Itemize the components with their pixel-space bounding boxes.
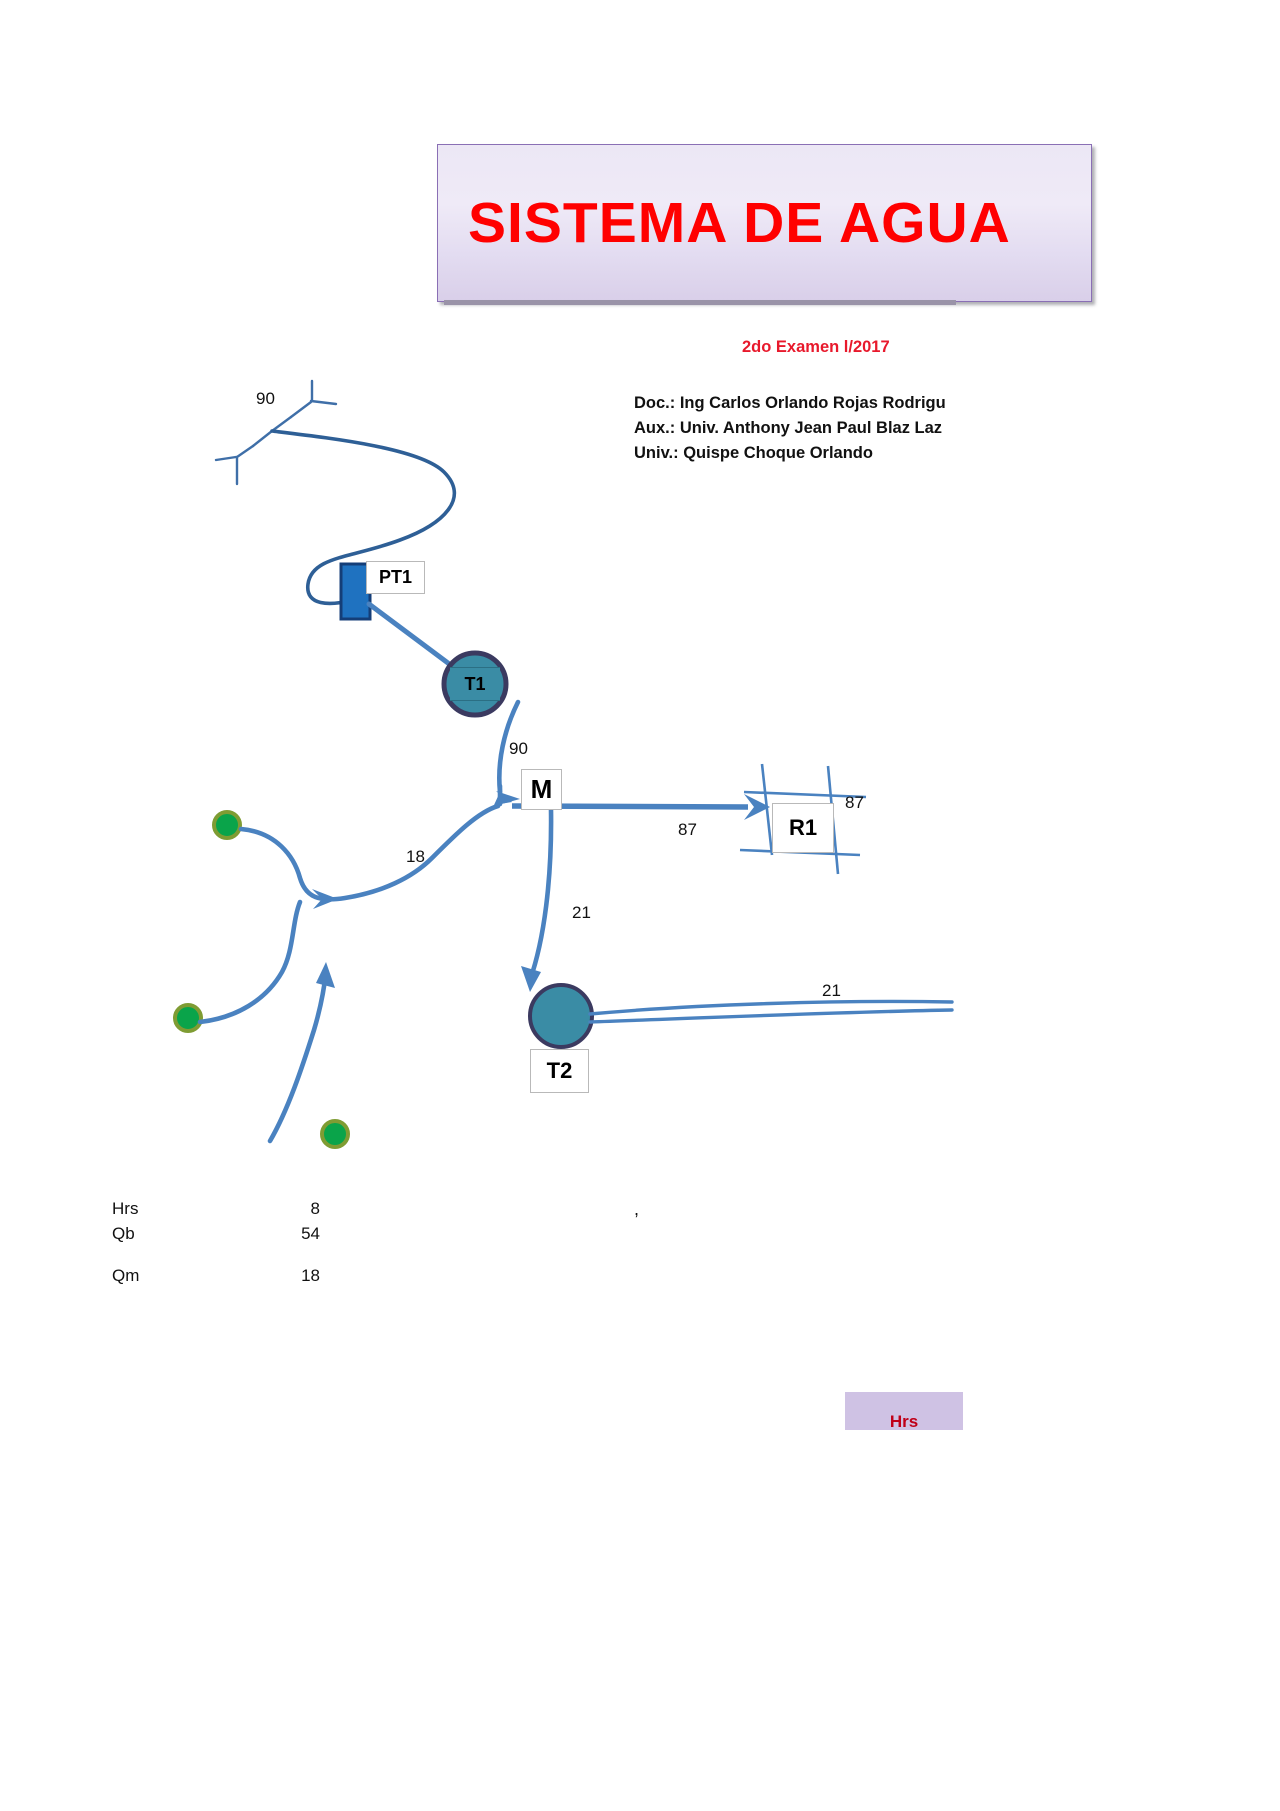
- flow-label-junction-in: 18: [406, 847, 425, 866]
- param-val-qb: 54: [301, 1223, 320, 1243]
- tank-t2: [528, 983, 594, 1049]
- flow-label-t2-inlet: 21: [572, 903, 591, 922]
- spring-marker-3: [320, 1119, 350, 1149]
- credit-line-doc: Doc.: Ing Carlos Orlando Rojas Rodrigu: [634, 394, 946, 412]
- river-source-symbol: [214, 379, 338, 486]
- node-label-pt1[interactable]: PT1: [366, 561, 425, 594]
- table-row: Qm 18: [112, 1263, 320, 1288]
- param-key-qm: Qm: [112, 1265, 140, 1285]
- page-title: SISTEMA DE AGUA: [468, 191, 1011, 255]
- param-val-hrs: 8: [310, 1198, 320, 1218]
- node-label-m[interactable]: M: [521, 769, 562, 810]
- param-val-qm: 18: [301, 1265, 320, 1285]
- flow-label-t1-outlet: 90: [509, 739, 528, 758]
- flow-label-pipe-to-r1: 87: [678, 820, 697, 839]
- credits-block: Doc.: Ing Carlos Orlando Rojas Rodrigu A…: [634, 391, 980, 466]
- flow-label-river-source: 90: [256, 389, 275, 408]
- bottom-header-box: Hrs: [845, 1392, 963, 1430]
- param-key-qb: Qb: [112, 1223, 135, 1243]
- node-label-t1[interactable]: T1: [450, 667, 500, 701]
- stray-comma-mark: ,: [634, 1199, 640, 1219]
- pipe-spring2: [197, 899, 303, 1025]
- pipe-spring3: [267, 962, 335, 1144]
- junction-node-m: [494, 791, 520, 806]
- pipe-spring1-to-junction: [238, 803, 501, 909]
- pipe-pt1-to-t1: [366, 601, 463, 675]
- node-label-t2[interactable]: T2: [530, 1049, 589, 1093]
- flow-label-t2-outlet: 21: [822, 981, 841, 1000]
- river-path: [270, 429, 457, 606]
- credit-line-aux: Aux.: Univ. Anthony Jean Paul Blaz Laz: [634, 419, 943, 437]
- bottom-box-label: Hrs: [889, 1412, 919, 1430]
- flow-label-r1-network: 87: [845, 793, 864, 812]
- spring-marker-2: [173, 1003, 203, 1033]
- credit-line-univ: Univ.: Quispe Choque Orlando: [634, 444, 873, 462]
- node-label-r1[interactable]: R1: [772, 803, 834, 853]
- table-row: Hrs 8: [112, 1196, 320, 1221]
- title-banner: SISTEMA DE AGUA: [437, 144, 1092, 302]
- banner-shadow-bar: [444, 300, 956, 305]
- pipe-m-to-t2: [521, 807, 554, 992]
- spring-marker-1: [212, 810, 242, 840]
- param-key-hrs: Hrs: [112, 1198, 139, 1218]
- parameters-table: Hrs 8 Qb 54 Qm 18: [112, 1196, 320, 1288]
- table-row: Qb 54: [112, 1221, 320, 1246]
- exam-label: 2do Examen l/2017: [742, 338, 890, 356]
- pipe-t2-outlet: [588, 999, 954, 1024]
